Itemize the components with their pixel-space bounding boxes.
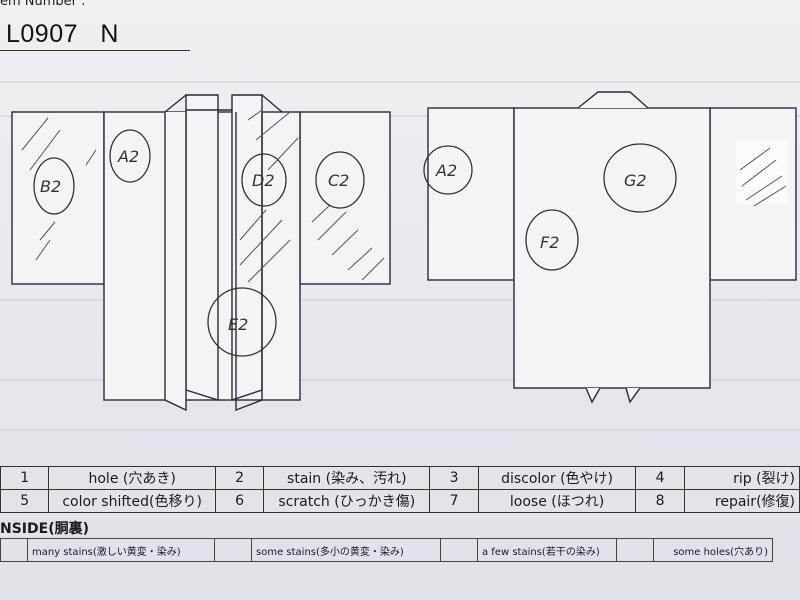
inside-option: many stains(激しい黄変・染み) [27,538,215,562]
front-garment [11,94,391,412]
inside-option: a few stains(若干の染み) [477,538,617,562]
inside-check-box[interactable] [0,538,28,562]
legend-desc: repair(修復) [683,489,800,513]
item-suffix: N [100,20,119,48]
back-mark-labels: A2 G2 F2 [435,161,647,252]
legend-row: 1 hole (穴あき) 2 stain (染み、汚れ) 3 discolor … [0,466,800,490]
legend-num: 8 [635,489,685,513]
item-number-label: em Number : [0,0,86,9]
damage-legend-table: 1 hole (穴あき) 2 stain (染み、汚れ) 3 discolor … [0,466,800,513]
legend-desc: hole (穴あき) [48,466,216,490]
inside-check-box[interactable] [214,538,252,562]
front-left-sleeve [11,111,105,285]
inside-option: some holes(穴あり) [653,538,773,562]
front-mark-b2: B2 [40,177,61,196]
legend-num: 7 [429,489,479,513]
inside-row: many stains(激しい黄変・染み) some stains(多小の黄変・… [0,538,773,562]
front-mark-labels: B2 A2 D2 C2 E2 [40,147,349,334]
front-marks [33,129,365,357]
legend-num: 6 [214,489,265,513]
back-marks [423,143,677,271]
front-hatching [21,109,385,283]
inside-option: some stains(多小の黄変・染み) [251,538,441,562]
back-tie-right [625,387,641,404]
back-mark-g2: G2 [624,171,647,190]
back-hatching [739,147,787,207]
back-tie-left [585,387,601,404]
back-mark-f2: F2 [540,233,559,252]
legend-desc: rip (裂け) [683,466,800,490]
front-panel-left [164,112,187,412]
legend-row: 5 color shifted(色移り) 6 scratch (ひっかき傷) 7… [0,489,800,513]
back-body [513,107,711,389]
legend-num: 5 [0,489,50,513]
back-collar [577,91,649,109]
front-collar-left [185,94,219,401]
legend-desc: loose (ほつれ) [477,489,637,513]
front-right-sleeve [299,111,391,285]
front-mark-e2: E2 [228,315,248,334]
item-number-value: L0907 N [6,20,119,49]
inside-check-box[interactable] [440,538,478,562]
legend-desc: scratch (ひっかき傷) [263,489,431,513]
legend-num: 2 [214,466,265,490]
item-number-underline [0,50,190,51]
front-mark-c2: C2 [328,171,349,190]
inside-lining-label: NSIDE(胴裏) [0,521,89,537]
back-left-sleeve [427,107,515,281]
legend-num: 4 [635,466,685,490]
legend-desc: stain (染み、汚れ) [263,466,431,490]
front-mark-d2: D2 [252,171,275,190]
legend-desc: color shifted(色移り) [48,489,216,513]
legend-num: 1 [0,466,50,490]
back-garment [427,91,797,404]
inside-lining-table: many stains(激しい黄変・染み) some stains(多小の黄変・… [0,538,773,562]
back-mark-a2: A2 [435,161,457,180]
back-label-patch [736,140,788,204]
inside-check-box[interactable] [616,538,654,562]
legend-desc: discolor (色やけ) [477,466,637,490]
legend-num: 3 [429,466,479,490]
front-mark-a2: A2 [117,147,139,166]
item-code: L0907 [6,20,79,48]
